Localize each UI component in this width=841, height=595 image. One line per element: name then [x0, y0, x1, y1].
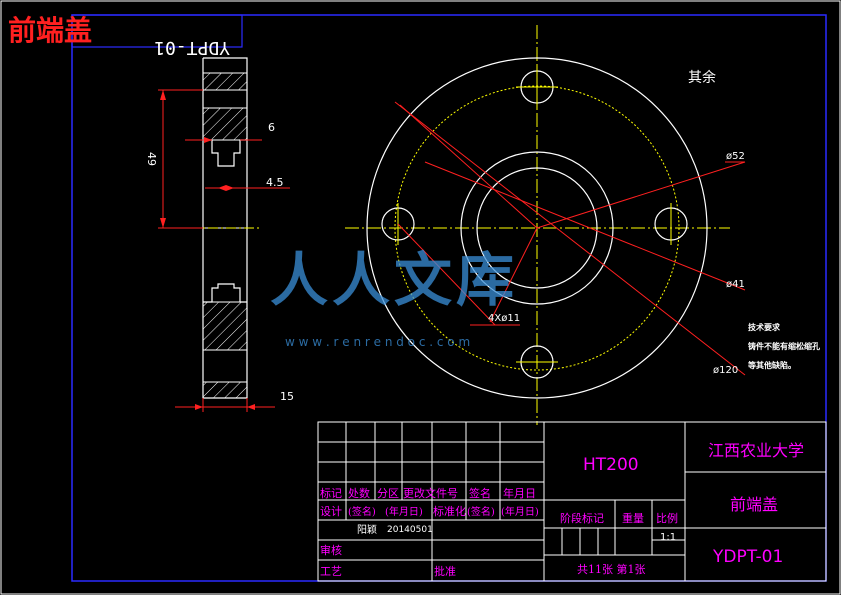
tb-weight: 重量	[622, 511, 644, 525]
leader-holes	[397, 223, 496, 326]
dim-holes-text: 4Xø11	[488, 313, 520, 324]
dim-15-text: 15	[280, 390, 294, 403]
tb-scale: 1:1	[660, 532, 676, 543]
groove-lower	[203, 283, 247, 303]
groove-upper	[203, 139, 247, 167]
tech-line2: 等其他缺陷。	[747, 360, 796, 370]
dim-52-text: ø52	[726, 151, 745, 162]
tech-line1: 铸件不能有缩松缩孔	[748, 341, 820, 351]
watermark: 人人文库 w w w . r e n r e n d o c . c o m	[270, 246, 518, 349]
leader-holes-b	[489, 227, 538, 323]
dim-45-text: 4.5	[266, 176, 284, 189]
tb-stage: 阶段标记	[560, 511, 604, 525]
tb-date2: (年月日)	[501, 505, 539, 518]
tb-scale-label: 比例	[656, 511, 678, 525]
hatch-top	[202, 72, 248, 91]
hatch-lower	[202, 301, 248, 351]
tech-title: 技术要求	[748, 322, 781, 332]
tb-designer: 阳颖	[357, 523, 377, 536]
tb-part-name: 前端盖	[730, 495, 778, 514]
dim-45-arrow-r	[226, 185, 234, 191]
dim-45-arrow-l	[218, 185, 226, 191]
tb-university: 江西农业大学	[708, 441, 804, 460]
circle-52	[460, 151, 614, 305]
watermark-url: w w w . r e n r e n d o c . c o m	[285, 335, 470, 349]
circle-41	[476, 167, 598, 289]
tb-design-date: 20140501	[387, 525, 433, 535]
tb-drawing-no: YDPT-01	[712, 547, 783, 567]
dim-6-arrow	[204, 137, 212, 143]
dim-15-arrow-r	[247, 404, 255, 410]
dim-49-text: 49	[145, 152, 158, 166]
dim-41-text: ø41	[726, 279, 745, 290]
tb-date1: (年月日)	[385, 505, 423, 518]
dim-120-text: ø120	[713, 365, 738, 376]
leader-41	[424, 161, 746, 291]
tb-review: 审核	[320, 543, 342, 557]
tb-approve: 批准	[434, 564, 456, 578]
tb-hdr-zone: 分区	[377, 487, 399, 500]
tb-sig2: (签名)	[467, 505, 495, 518]
leader-120	[394, 101, 746, 376]
dim-49-arrow-top	[160, 90, 166, 100]
surface-note: 其余	[688, 69, 716, 86]
dim-6-text: 6	[268, 121, 275, 134]
front-view: ø52 ø41 ø120 4Xø11 其余 技术要求 铸件不能有缩松缩孔 等其他…	[345, 25, 820, 425]
tb-material: HT200	[583, 455, 639, 475]
leader-52	[399, 104, 538, 229]
hatch-upper	[202, 107, 248, 141]
tb-sheets: 共11张 第1张	[577, 562, 646, 576]
title-block-text: HT200 江西农业大学 前端盖 YDPT-01 标记 处数 分区 更改文件号 …	[320, 441, 804, 578]
title-block	[317, 421, 827, 582]
leader-52b	[536, 161, 746, 229]
watermark-brand: 人人文库	[270, 246, 518, 314]
header-title: 前端盖	[8, 14, 92, 47]
dim-49-arrow-bot	[160, 218, 166, 228]
tb-process: 工艺	[320, 565, 342, 578]
tb-hdr-qty: 处数	[348, 487, 370, 500]
tb-hdr-mark: 标记	[320, 486, 342, 500]
tb-standard: 标准化	[433, 504, 466, 518]
section-view: 49 6 4.5 15	[145, 57, 294, 412]
tb-design: 设计	[320, 505, 342, 518]
tb-outline	[317, 421, 827, 582]
tb-hdr-doc: 更改文件号	[403, 486, 458, 500]
tb-sig1: (签名)	[348, 505, 376, 518]
code-box	[71, 14, 243, 48]
hatch-bottom	[202, 381, 248, 399]
tb-hdr-date: 年月日	[503, 486, 536, 500]
tb-hdr-sign: 签名	[469, 486, 491, 500]
header-code-mirrored: YDPT-01	[154, 37, 230, 58]
circle-outer	[366, 57, 708, 399]
dim-15-arrow-l	[195, 404, 203, 410]
